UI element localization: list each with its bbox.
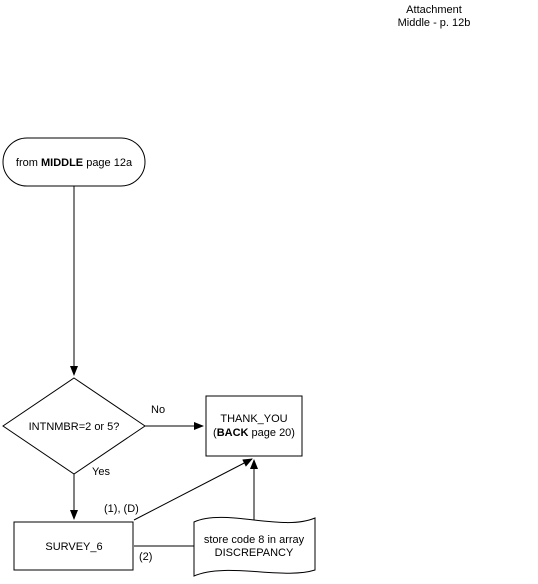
node-thank-you: THANK_YOU (BACK page 20) xyxy=(205,395,303,457)
node-decision: INTNMBR=2 or 5? xyxy=(2,377,146,475)
node-survey: SURVEY_6 xyxy=(13,521,134,571)
node-start-label: from MIDDLE page 12a xyxy=(16,157,133,169)
edge-label-yes: Yes xyxy=(92,466,110,478)
node-thank-you-title: THANK_YOU xyxy=(220,413,287,425)
edge-label-one-d: (1), (D) xyxy=(104,503,139,515)
edge-label-no: No xyxy=(151,404,165,416)
node-decision-label: INTNMBR=2 or 5? xyxy=(29,421,120,433)
node-start: from MIDDLE page 12a xyxy=(2,137,146,187)
node-store-line2: DISCREPANCY xyxy=(215,547,294,559)
header-page-reference: Middle - p. 12b xyxy=(398,17,471,29)
node-thank-you-page: (BACK page 20) xyxy=(213,427,295,439)
node-store-line1: store code 8 in array xyxy=(204,534,305,546)
node-survey-label: SURVEY_6 xyxy=(45,541,102,553)
node-store-code: store code 8 in array DISCREPANCY xyxy=(193,516,316,577)
edge-survey-to-thank-you xyxy=(133,458,253,521)
edge-label-two: (2) xyxy=(139,551,152,563)
header-attachment: Attachment xyxy=(406,4,462,16)
